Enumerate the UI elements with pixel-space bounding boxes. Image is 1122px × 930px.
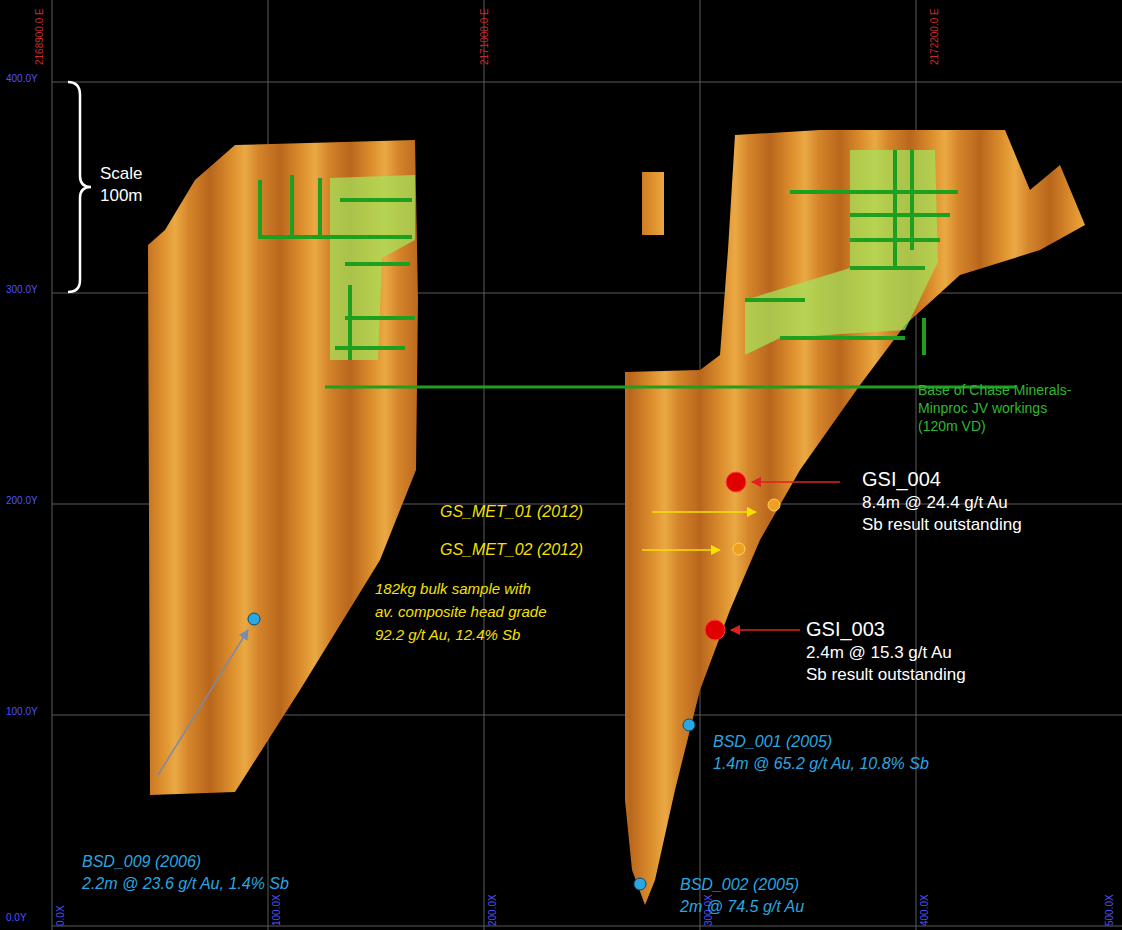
- leader-arrow: [731, 629, 800, 631]
- axis-label: 400.0Y: [6, 73, 38, 85]
- assay-result: 8.4m @ 24.4 g/t Au: [862, 493, 1008, 513]
- workings-east: [745, 150, 958, 355]
- raise: [348, 285, 352, 360]
- axis-label: 100.0X: [271, 894, 283, 926]
- drive: [745, 298, 805, 302]
- drive: [340, 198, 412, 202]
- raise: [893, 150, 897, 270]
- leader-arrow: [652, 511, 756, 513]
- ore-body-east: [625, 130, 1085, 905]
- drive: [850, 266, 925, 270]
- scale-label: Scale: [100, 164, 143, 184]
- hole-name: GSI_004: [862, 468, 941, 491]
- raise: [922, 318, 926, 355]
- raise: [258, 180, 262, 237]
- hole-name: GSI_003: [806, 618, 885, 641]
- axis-label: 400.0X: [919, 894, 931, 926]
- sample-note: av. composite head grade: [375, 603, 547, 620]
- axis-label: 0.0X: [55, 905, 67, 926]
- drive: [790, 190, 958, 194]
- drill-intercept: [634, 878, 646, 890]
- scale-bracket: [68, 82, 91, 292]
- drill-intercept: [705, 620, 725, 640]
- easting-label: 2171000.0 E: [479, 8, 491, 65]
- axis-label: 200.0X: [487, 894, 499, 926]
- drive: [780, 336, 905, 340]
- grid-line: [484, 0, 485, 930]
- drive: [335, 346, 405, 350]
- hole-name: BSD_001 (2005): [713, 733, 832, 751]
- grid: [52, 0, 1122, 930]
- sample-note: 92.2 g/t Au, 12.4% Sb: [375, 626, 520, 643]
- raise: [290, 175, 294, 237]
- sample-note: 182kg bulk sample with: [375, 580, 531, 597]
- leader-arrow: [752, 481, 840, 483]
- workings-note: Minproc JV workings: [918, 400, 1047, 416]
- assay-result: 2.4m @ 15.3 g/t Au: [806, 643, 952, 663]
- raise: [318, 178, 322, 237]
- axis-label: 100.0Y: [6, 706, 38, 718]
- assay-note: Sb result outstanding: [806, 665, 966, 685]
- axis-label: 500.0X: [1104, 894, 1116, 926]
- axis-label: 0.0Y: [6, 912, 27, 924]
- leader-arrow: [158, 630, 248, 775]
- assay-result: 1.4m @ 65.2 g/t Au, 10.8% Sb: [713, 755, 929, 773]
- workings-note: Base of Chase Minerals-: [918, 382, 1071, 398]
- axis-label: 300.0Y: [6, 284, 38, 296]
- easting-label: 2168900.0 E: [34, 8, 46, 65]
- scale-label: 100m: [100, 186, 143, 206]
- drive: [850, 213, 950, 217]
- met-hole: [768, 499, 780, 511]
- drive: [345, 262, 410, 266]
- hole-name: BSD_002 (2005): [680, 876, 799, 894]
- assay-result: 2.2m @ 23.6 g/t Au, 1.4% Sb: [82, 875, 289, 893]
- drive: [345, 316, 415, 320]
- workings-note: (120m VD): [918, 418, 986, 434]
- hole-name: GS_MET_01 (2012): [440, 503, 583, 521]
- ore-pod: [642, 172, 664, 235]
- hole-name: GS_MET_02 (2012): [440, 541, 583, 559]
- drill-intercept: [683, 719, 695, 731]
- stope: [745, 150, 938, 355]
- base-of-workings: [325, 386, 1015, 389]
- leader-arrow: [642, 549, 720, 551]
- grid-line: [52, 0, 53, 930]
- assay-note: Sb result outstanding: [862, 515, 1022, 535]
- stope: [330, 175, 415, 360]
- workings-west: [258, 175, 415, 360]
- met-hole: [733, 543, 745, 555]
- hole-name: BSD_009 (2006): [82, 853, 201, 871]
- grid-line: [52, 926, 1122, 927]
- drill-intercept: [726, 472, 746, 492]
- drill-intercept: [248, 613, 260, 625]
- assay-result: 2m @ 74.5 g/t Au: [680, 898, 804, 916]
- easting-label: 2172200.0 E: [929, 8, 941, 65]
- ore-body-west: [148, 140, 418, 795]
- raise: [910, 150, 914, 250]
- axis-label: 200.0Y: [6, 495, 38, 507]
- grid-line: [52, 82, 1122, 83]
- drive: [258, 235, 412, 239]
